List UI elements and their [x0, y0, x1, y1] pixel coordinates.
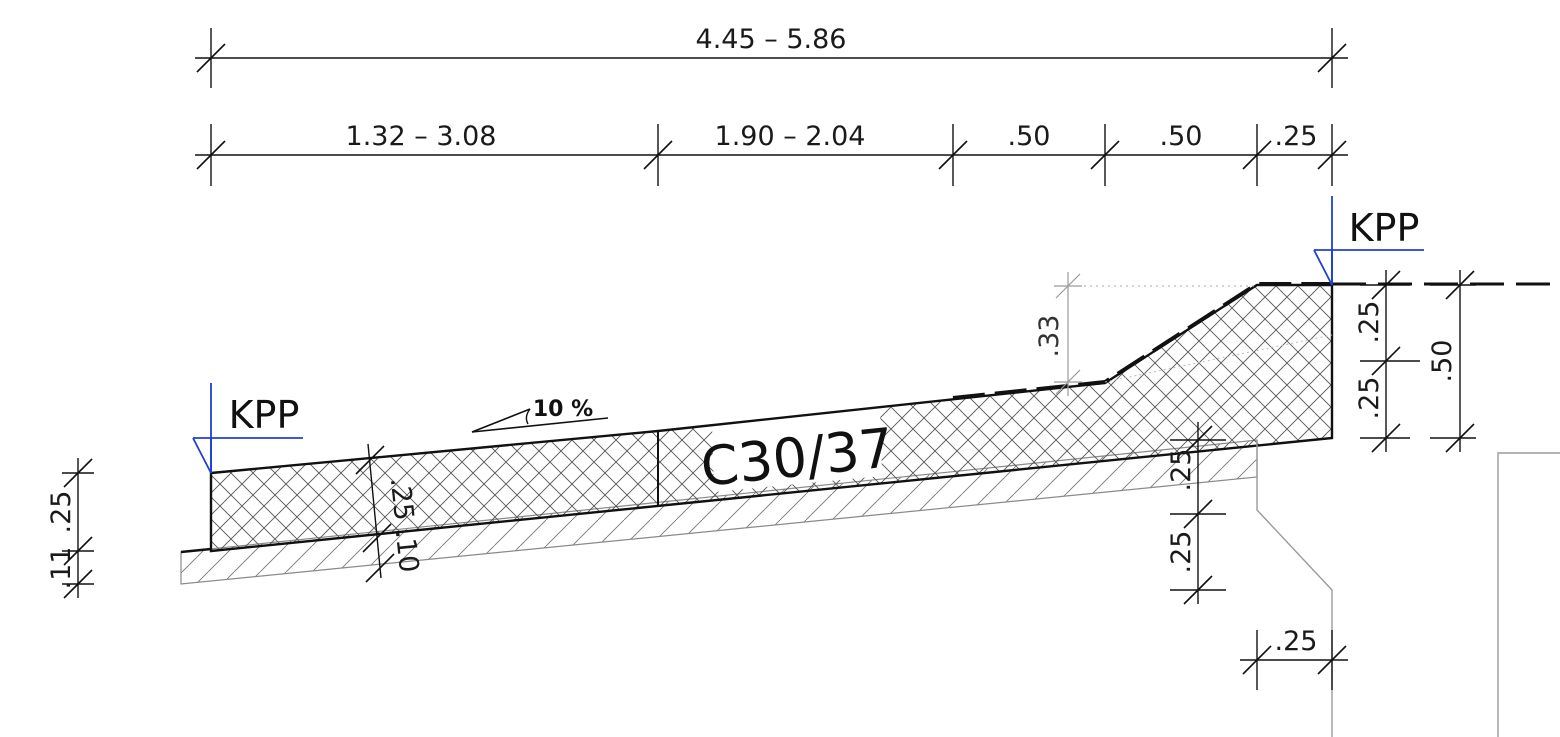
segment-dimension-4: .50	[1160, 121, 1203, 152]
segment-dimension-1: 1.32 – 3.08	[346, 121, 497, 152]
segment-dimensions: 1.32 – 3.08 1.90 – 2.04 .50 .50 .25	[195, 121, 1348, 186]
material-label-mask	[712, 408, 882, 492]
slab-outline	[209, 283, 1334, 553]
slab-depth-label: .25	[384, 476, 419, 522]
wall-outline	[1497, 452, 1560, 737]
kpp-label-right: KPP	[1349, 206, 1420, 250]
concrete-slab	[211, 285, 1332, 551]
left-depth-label: .25	[46, 491, 77, 534]
slope-indicator: 10 %	[471, 397, 609, 433]
foot-width-label: .25	[1275, 626, 1318, 657]
kpp-marker-right: KPP	[1313, 196, 1424, 286]
overall-dimension: 4.45 – 5.86	[195, 24, 1348, 88]
foot-width-dimension: .25	[1240, 626, 1348, 690]
layer-depth-label: .10	[389, 528, 424, 574]
left-depth-dimension: .25 .11	[46, 458, 94, 599]
kpp-marker-left: KPP	[192, 383, 303, 474]
segment-dimension-2: 1.90 – 2.04	[715, 121, 866, 152]
right-total-label: .50	[1427, 340, 1458, 383]
slab-thickness-dimension: .25 .10	[355, 443, 424, 583]
rise-label: .33	[1034, 315, 1065, 358]
slope-label: 10 %	[533, 397, 593, 422]
left-layer-label: .11	[46, 547, 77, 590]
below-slab-label: .25	[1166, 449, 1197, 492]
abutment-outline	[1256, 440, 1333, 737]
right-lower-label: .25	[1354, 377, 1385, 420]
segment-dimension-3: .50	[1008, 121, 1051, 152]
rise-dimension: .33	[1034, 272, 1082, 396]
below-foot-label: .25	[1166, 531, 1197, 574]
right-depth-dimension: .25 .25 .50	[1354, 270, 1476, 453]
lower-right-dimension: .25 .25	[1166, 422, 1226, 605]
kpp-label-left: KPP	[229, 393, 300, 437]
overall-dimension-label: 4.45 – 5.86	[696, 24, 847, 55]
right-upper-label: .25	[1354, 301, 1385, 344]
segment-dimension-5: .25	[1275, 121, 1318, 152]
